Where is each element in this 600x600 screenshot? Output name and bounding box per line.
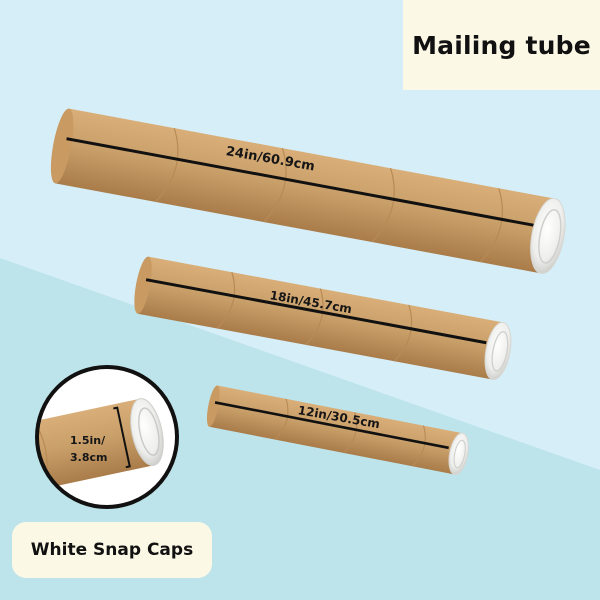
tube-12in-cap: [448, 432, 469, 476]
tube-24in-body: [55, 108, 555, 274]
cap-closeup-magnifier: [35, 365, 179, 509]
tube-12in-seams: [274, 398, 426, 467]
caps-badge: White Snap Caps: [12, 522, 212, 578]
tube-12in-cap-rim: [453, 439, 466, 469]
page-title: Mailing tube: [412, 30, 591, 60]
closeup-diameter-bracket: [113, 406, 131, 469]
tube-24in-end: [50, 108, 74, 184]
tube-24in-cap-rim: [538, 209, 562, 264]
diameter-label: 1.5in/ 3.8cm: [70, 432, 118, 466]
tube-24in: [50, 108, 566, 274]
closeup-tube-body: [37, 399, 152, 499]
tube-18in-end: [134, 256, 152, 314]
tube-12in-end: [206, 385, 220, 427]
tube-18in-cap: [484, 321, 512, 381]
tube-18in-measure-line: [145, 278, 487, 345]
diameter-label-line2: 3.8cm: [70, 451, 108, 465]
tube-24in-measure-line: [66, 137, 538, 228]
tube-12in-measure-line: [214, 401, 449, 450]
tube-18in-cap-rim: [491, 330, 509, 372]
tube-18in: [134, 256, 512, 381]
title-banner: Mailing tube: [403, 0, 600, 90]
magnifier-border: [35, 365, 179, 509]
tube-24in-seams: [155, 127, 504, 263]
diameter-label-line1: 1.5in/: [70, 434, 106, 447]
tube-18in-seams: [216, 271, 413, 362]
caps-label: White Snap Caps: [30, 540, 194, 560]
tube-12in: [206, 385, 469, 476]
tube-18in-body: [137, 256, 503, 380]
closeup-snap-cap-rim: [138, 407, 160, 456]
tube-12in-body: [209, 385, 463, 475]
